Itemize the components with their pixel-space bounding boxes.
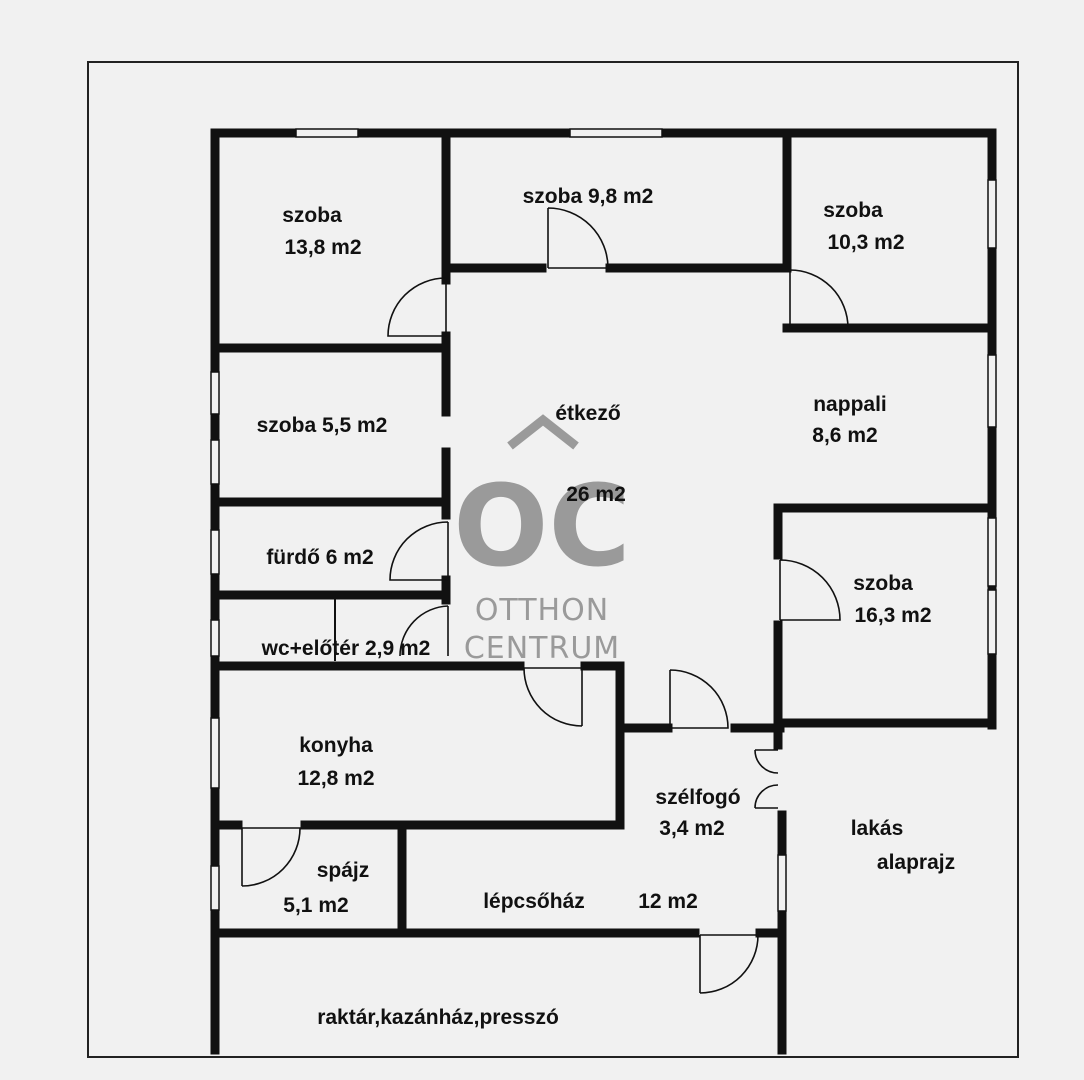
window-left-1 xyxy=(210,371,220,415)
label-etkezo-name: étkező xyxy=(555,402,620,425)
door-szoba-1 xyxy=(387,277,447,337)
window-right-2 xyxy=(987,354,997,428)
window-left-2 xyxy=(210,439,220,485)
room-labels: szoba 13,8 m2 szoba 9,8 m2 szoba 10,3 m2… xyxy=(257,185,955,1029)
window-left-3 xyxy=(210,529,220,575)
label-etkezo-area: 26 m2 xyxy=(566,483,626,506)
window-left-5 xyxy=(210,717,220,789)
door-etkezo xyxy=(669,669,729,729)
door-wc xyxy=(399,605,449,657)
logo-line-1: OTTHON xyxy=(475,593,609,628)
window-top-1 xyxy=(295,128,359,138)
windows xyxy=(210,128,997,912)
logo-roof-icon xyxy=(507,414,579,450)
watermark-logo: OC OTTHON CENTRUM xyxy=(453,414,631,666)
label-szoba-4: szoba 5,5 m2 xyxy=(257,414,388,437)
label-furdo: fürdő 6 m2 xyxy=(266,546,373,569)
label-raktar: raktár,kazánház,presszó xyxy=(317,1006,559,1029)
window-right-1 xyxy=(987,179,997,249)
label-lepcsohaz-name: lépcsőház xyxy=(483,890,585,913)
door-szoba-3 xyxy=(789,269,849,329)
label-spajz-name: spájz xyxy=(317,859,370,882)
label-szoba-1-name: szoba xyxy=(282,204,342,227)
door-konyha xyxy=(523,667,583,727)
label-spajz-area: 5,1 m2 xyxy=(283,894,348,917)
logo-line-2: CENTRUM xyxy=(464,631,620,666)
caption-line-2: alaprajz xyxy=(877,851,955,874)
door-furdo xyxy=(389,521,449,581)
label-nappali-area: 8,6 m2 xyxy=(812,424,877,447)
window-left-4 xyxy=(210,619,220,657)
label-nappali-name: nappali xyxy=(813,393,887,416)
doors xyxy=(241,207,849,994)
window-top-2 xyxy=(569,128,663,138)
label-konyha-name: konyha xyxy=(299,734,373,757)
label-szoba-2: szoba 9,8 m2 xyxy=(523,185,654,208)
label-szoba-3-name: szoba xyxy=(823,199,883,222)
logo-monogram: OC xyxy=(453,462,630,592)
window-left-6 xyxy=(210,865,220,911)
label-konyha-area: 12,8 m2 xyxy=(297,767,374,790)
label-wc: wc+előtér 2,9 m2 xyxy=(261,637,431,660)
window-right-3 xyxy=(987,517,997,587)
door-szelfogo xyxy=(754,749,779,809)
door-szoba-5 xyxy=(779,559,841,621)
label-szelfogo-area: 3,4 m2 xyxy=(659,817,724,840)
door-raktar xyxy=(699,934,759,994)
caption-line-1: lakás xyxy=(851,817,904,840)
window-stair xyxy=(777,854,787,912)
door-spajz xyxy=(241,827,301,887)
window-right-4 xyxy=(987,589,997,655)
label-szoba-1-area: 13,8 m2 xyxy=(284,236,361,259)
label-szelfogo-name: szélfogó xyxy=(655,786,740,809)
label-lepcsohaz-area: 12 m2 xyxy=(638,890,698,913)
label-szoba-5-area: 16,3 m2 xyxy=(854,604,931,627)
label-szoba-3-area: 10,3 m2 xyxy=(827,231,904,254)
drawing-frame xyxy=(87,61,1019,1058)
door-szoba-2 xyxy=(547,207,609,269)
label-szoba-5-name: szoba xyxy=(853,572,913,595)
